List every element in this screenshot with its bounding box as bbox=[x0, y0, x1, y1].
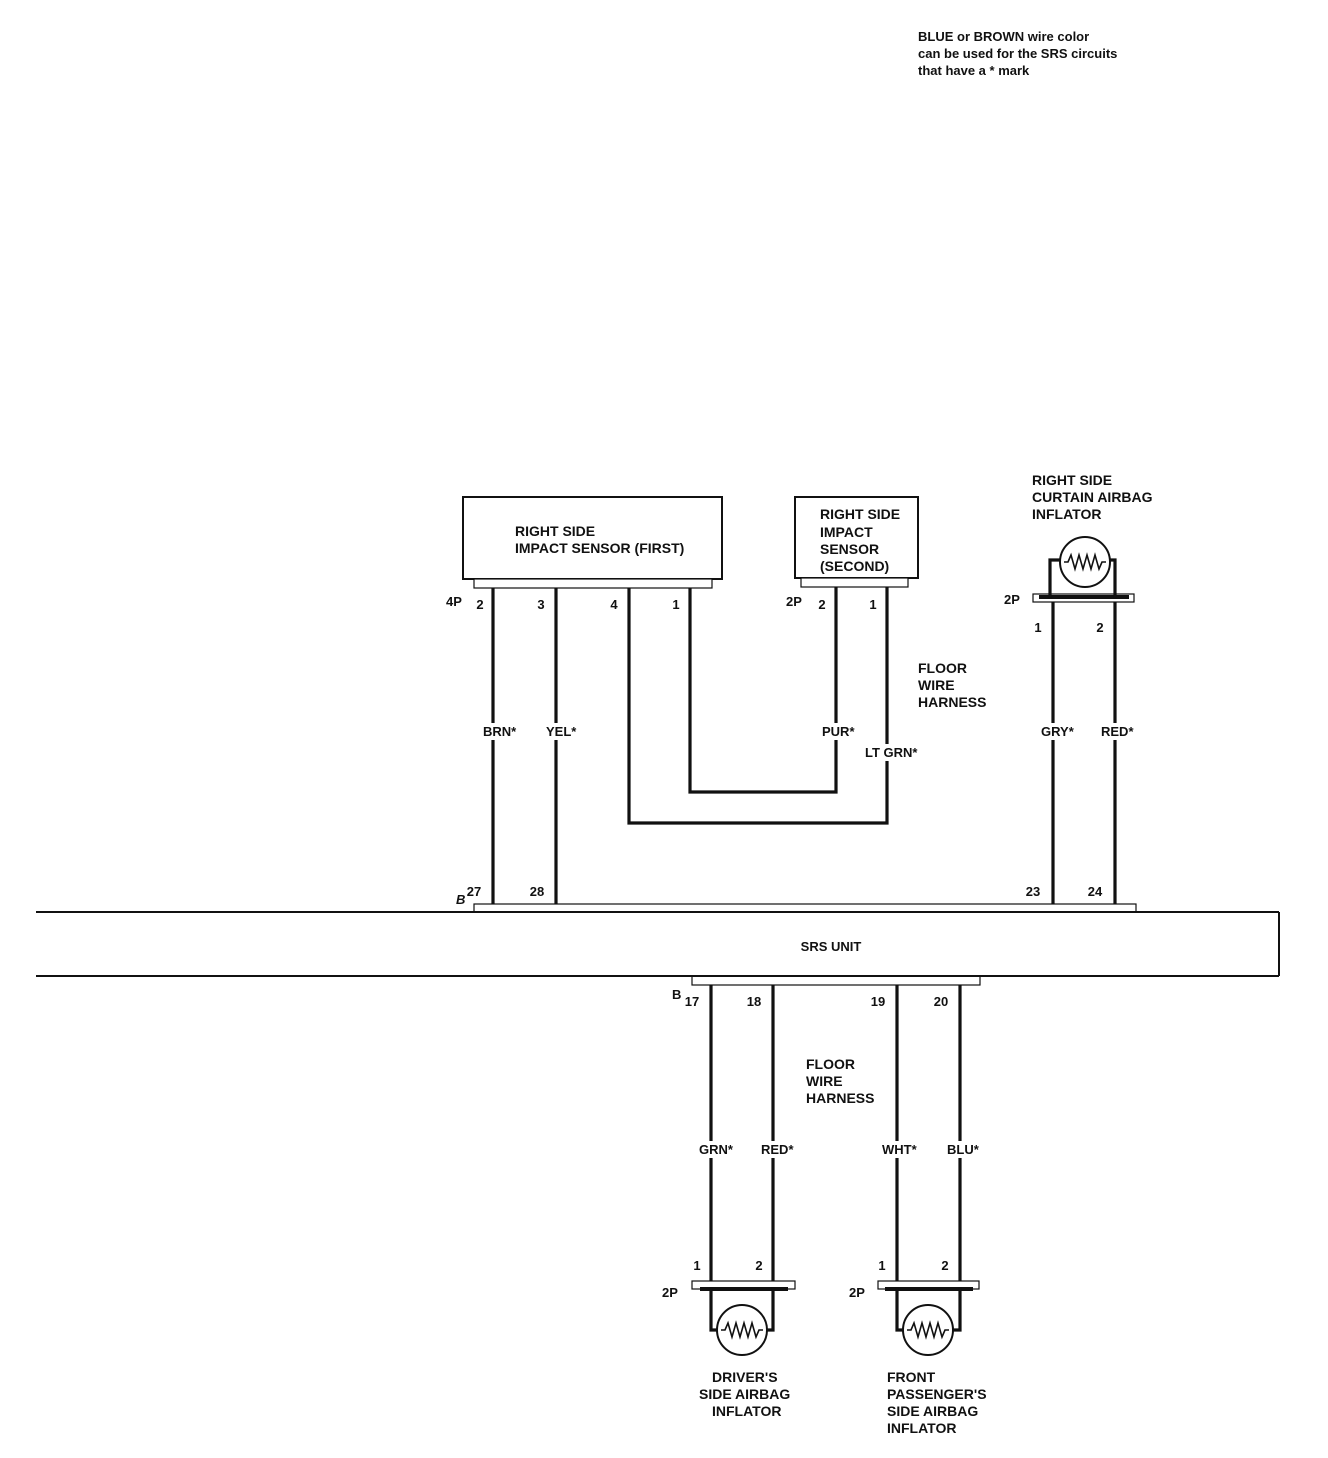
wires bbox=[491, 584, 1117, 1290]
driver-inflator-connector-label: 2P bbox=[662, 1285, 678, 1300]
srs-pin-27: 27 bbox=[467, 884, 481, 899]
wire-color-note: BLUE or BROWN wire color can be used for… bbox=[918, 29, 1117, 78]
impact-sensor-second: RIGHT SIDE IMPACT SENSOR (SECOND) 2P 2 1 bbox=[786, 496, 919, 612]
srs-bottom-connector-label: B bbox=[672, 987, 681, 1002]
wire-label-backing bbox=[1040, 723, 1076, 740]
curtain-inflator-label-1: RIGHT SIDE bbox=[1032, 472, 1112, 488]
passenger-inflator-label-2: PASSENGER'S bbox=[887, 1386, 987, 1402]
impact-sensor-second-label-3: SENSOR bbox=[820, 541, 879, 557]
srs-unit: SRS UNIT B 27 28 23 24 B 17 18 19 20 bbox=[36, 884, 1280, 1009]
impact-sensor-second-pin-2: 2 bbox=[818, 597, 825, 612]
note-line-2: can be used for the SRS circuits bbox=[918, 46, 1117, 61]
srs-bottom-connector bbox=[691, 975, 981, 986]
impact-sensor-second-connector bbox=[800, 577, 909, 588]
impact-sensor-first-pin-1: 1 bbox=[672, 597, 679, 612]
wire-label-backing bbox=[760, 1141, 796, 1158]
wire-label-backing bbox=[864, 744, 920, 761]
impact-sensor-first-box bbox=[462, 496, 723, 580]
srs-pin-24: 24 bbox=[1088, 884, 1103, 899]
srs-top-connector-label: B bbox=[456, 892, 465, 907]
impact-sensor-second-connector-label: 2P bbox=[786, 594, 802, 609]
curtain-airbag-inflator: RIGHT SIDE CURTAIN AIRBAG INFLATOR 2P 1 … bbox=[1004, 472, 1153, 635]
srs-pin-19: 19 bbox=[871, 994, 885, 1009]
impact-sensor-second-label-2: IMPACT bbox=[820, 524, 873, 540]
passenger-inflator-pin-2: 2 bbox=[941, 1258, 948, 1273]
impact-sensor-first-pin-3: 3 bbox=[537, 597, 544, 612]
harness-upper-line-2: WIRE bbox=[918, 677, 955, 693]
curtain-inflator-pin-1: 1 bbox=[1034, 620, 1041, 635]
passenger-side-airbag-inflator: 2P 1 2 FRONT PASSENGER'S SIDE AIRBAG INF… bbox=[849, 1258, 987, 1436]
wire-label-red-driver: RED* bbox=[761, 1142, 794, 1157]
wire-label-pur: PUR* bbox=[822, 724, 855, 739]
harness-upper-line-1: FLOOR bbox=[918, 660, 967, 676]
impact-sensor-second-label-4: (SECOND) bbox=[820, 558, 889, 574]
wire-label-backing bbox=[482, 723, 519, 740]
impact-sensor-first-label-2: IMPACT SENSOR (FIRST) bbox=[515, 540, 684, 556]
impact-sensor-first-label-1: RIGHT SIDE bbox=[515, 523, 595, 539]
srs-pin-28: 28 bbox=[530, 884, 544, 899]
wire-label-red-curtain: RED* bbox=[1101, 724, 1134, 739]
harness-lower-line-1: FLOOR bbox=[806, 1056, 855, 1072]
wire-label-backing bbox=[881, 1141, 919, 1158]
passenger-inflator-label-3: SIDE AIRBAG bbox=[887, 1403, 978, 1419]
srs-pin-17: 17 bbox=[685, 994, 699, 1009]
harness-lower-label: FLOOR WIRE HARNESS bbox=[806, 1056, 874, 1106]
impact-sensor-first-connector bbox=[473, 578, 713, 589]
srs-unit-label: SRS UNIT bbox=[801, 939, 862, 954]
wire-label-brn: BRN* bbox=[483, 724, 517, 739]
wire-label-ltgrn: LT GRN* bbox=[865, 745, 918, 760]
impact-sensor-first-connector-label: 4P bbox=[446, 594, 462, 609]
wire-label-blu: BLU* bbox=[947, 1142, 980, 1157]
impact-sensor-second-label-1: RIGHT SIDE bbox=[820, 506, 900, 522]
srs-pin-20: 20 bbox=[934, 994, 948, 1009]
wire-label-grn: GRN* bbox=[699, 1142, 734, 1157]
curtain-inflator-pin-2: 2 bbox=[1096, 620, 1103, 635]
note-line-3: that have a * mark bbox=[918, 63, 1030, 78]
wire-label-backing bbox=[1100, 723, 1136, 740]
impact-sensor-second-box bbox=[794, 496, 919, 579]
passenger-inflator-label-4: INFLATOR bbox=[887, 1420, 956, 1436]
wire-label-backing bbox=[821, 723, 857, 740]
driver-inflator-label-2: SIDE AIRBAG bbox=[699, 1386, 790, 1402]
driver-inflator-pin-2: 2 bbox=[755, 1258, 762, 1273]
driver-inflator-label-3: INFLATOR bbox=[712, 1403, 781, 1419]
wire-label-backing bbox=[698, 1141, 735, 1158]
passenger-inflator-pin-1: 1 bbox=[878, 1258, 885, 1273]
impact-sensor-second-pin-1: 1 bbox=[869, 597, 876, 612]
wire-label-gry: GRY* bbox=[1041, 724, 1075, 739]
wire-label-wht: WHT* bbox=[882, 1142, 918, 1157]
wire-label-backing bbox=[946, 1141, 981, 1158]
driver-inflator-pin-1: 1 bbox=[693, 1258, 700, 1273]
impact-sensor-first-pin-2: 2 bbox=[476, 597, 483, 612]
driver-inflator-label-1: DRIVER'S bbox=[712, 1369, 778, 1385]
wire-color-labels: BRN* YEL* PUR* LT GRN* GRY* RED* GRN* RE… bbox=[482, 723, 1136, 1158]
impact-sensor-first-pin-4: 4 bbox=[610, 597, 618, 612]
curtain-inflator-label-3: INFLATOR bbox=[1032, 506, 1101, 522]
driver-side-airbag-inflator: 2P 1 2 DRIVER'S SIDE AIRBAG INFLATOR bbox=[662, 1258, 796, 1419]
srs-pin-18: 18 bbox=[747, 994, 761, 1009]
harness-lower-line-3: HARNESS bbox=[806, 1090, 874, 1106]
wire-label-yel: YEL* bbox=[546, 724, 577, 739]
impact-sensor-first: RIGHT SIDE IMPACT SENSOR (FIRST) 4P 2 3 … bbox=[446, 496, 723, 612]
passenger-inflator-connector-label: 2P bbox=[849, 1285, 865, 1300]
wire-pur bbox=[688, 584, 838, 794]
note-line-1: BLUE or BROWN wire color bbox=[918, 29, 1089, 44]
passenger-inflator-label-1: FRONT bbox=[887, 1369, 936, 1385]
curtain-inflator-connector-label: 2P bbox=[1004, 592, 1020, 607]
srs-top-connector bbox=[473, 903, 1137, 913]
harness-upper-label: FLOOR WIRE HARNESS bbox=[918, 660, 986, 710]
srs-pin-23: 23 bbox=[1026, 884, 1040, 899]
wire-ltgrn bbox=[627, 584, 889, 825]
harness-lower-line-2: WIRE bbox=[806, 1073, 843, 1089]
harness-upper-line-3: HARNESS bbox=[918, 694, 986, 710]
wire-label-backing bbox=[545, 723, 579, 740]
curtain-inflator-label-2: CURTAIN AIRBAG bbox=[1032, 489, 1153, 505]
